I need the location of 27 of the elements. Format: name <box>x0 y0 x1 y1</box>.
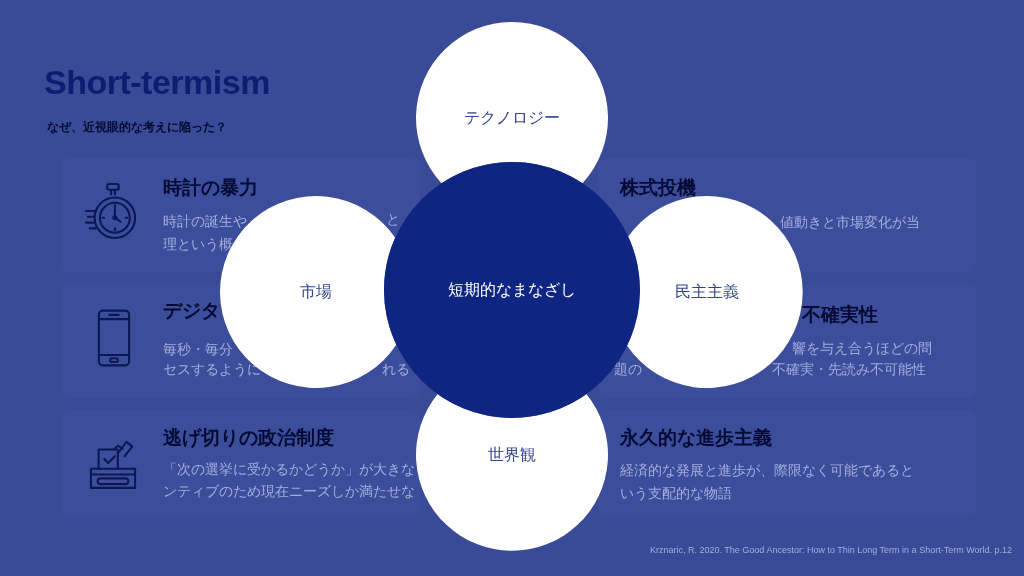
card-title: 逃げ切りの政治制度 <box>163 426 334 449</box>
card-panel <box>62 410 420 516</box>
card-text: 理という概 <box>163 237 233 253</box>
circle-label: 市場 <box>300 282 332 302</box>
card-text: 題の <box>614 362 642 378</box>
circle-label: 民主主義 <box>675 282 739 302</box>
card-text: 「次の選挙に受かるかどうか」が大きな <box>163 462 415 478</box>
card-text: 響を与え合うほどの問 <box>792 341 932 357</box>
circle-label: テクノロジー <box>464 108 560 128</box>
card-text: 毎秒・毎分 <box>163 342 233 358</box>
card-text: 値動きと市場変化が当 <box>780 215 920 231</box>
card-text: 経済的な発展と進歩が、際限なく可能であるという支配的な物語 <box>620 461 915 503</box>
circle-label: 短期的なまなざし <box>448 280 576 300</box>
slide-subtitle: なぜ、近視眼的な考えに陥った？ <box>47 120 227 135</box>
card-panel <box>598 410 976 516</box>
card-text: れる <box>382 362 410 378</box>
card-text: 不確実・先読み不可能性 <box>772 362 926 378</box>
circle-label: 世界観 <box>488 445 536 465</box>
card-title: 株式投機 <box>620 176 696 199</box>
card-text: 時計の誕生や <box>163 214 247 230</box>
card-title: 時計の暴力 <box>163 176 258 199</box>
card-text: と <box>386 212 400 228</box>
card-text: ンティブのため現在ニーズしか満たせな <box>163 484 415 500</box>
card-title: 永久的な進歩主義 <box>620 426 772 449</box>
citation: Krznaric, R. 2020. The Good Ancestor: How to Thin Long Term in a Short-Term World. p.12 <box>650 545 1012 556</box>
card-title: 不確実性 <box>802 303 878 326</box>
card-title: デジタ <box>163 299 220 322</box>
